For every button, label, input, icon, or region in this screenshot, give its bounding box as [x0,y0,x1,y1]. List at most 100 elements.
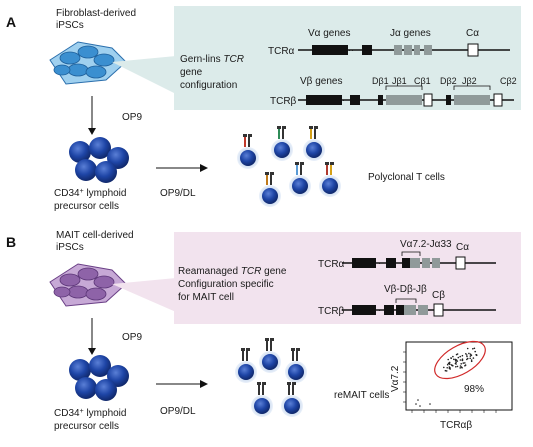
scatter-dot [457,356,460,359]
va72-ja33-label: Vα7.2-Jα33 [400,239,452,250]
scatter-dot [446,363,449,366]
scatter-dot [465,353,467,355]
scatter-dot [466,354,468,356]
scatter-dot [446,367,449,369]
ca-label-a: Cα [466,28,479,39]
tcrb-germline-locus: · [298,85,514,107]
tcrb-label-b: TCRβ [318,306,345,317]
scatter-dot [469,357,472,360]
callout-a-wedge [112,56,176,94]
callout-a-box [174,6,521,110]
cd34-precursor-cluster-b [69,355,129,401]
scatter-dot [455,363,457,365]
plot-xlabel: TCRαβ [440,420,472,431]
svg-text:··: ·· [348,45,354,55]
svg-text:·: · [378,258,381,268]
callout-a-line1: Gern-lins TCR [180,54,244,65]
scatter-dot [417,399,419,401]
precursor-label-b: precursor cells [54,421,119,432]
polyclonal-t-cells [237,126,341,207]
scatter-dot [415,403,417,405]
scatter-dot [444,369,447,372]
scatter-dot [450,357,452,359]
panel-b-letter: B [6,234,16,250]
callout-b-wedge [112,278,176,312]
scatter-dot [447,358,450,361]
scatter-dot [466,358,468,361]
scatter-dot [445,370,448,372]
scatter-dot [460,363,463,365]
scatter-dot [456,360,459,362]
scatter-dot [419,405,421,407]
cb2-label: Cβ2 [500,76,517,86]
scatter-dot [472,348,474,350]
scatter-dot [459,367,462,369]
scatter-dot [429,403,431,405]
scatter-dot [461,354,464,357]
scatter-dot [455,366,457,368]
callout-b-box [174,232,521,324]
scatter-dot [454,359,457,362]
scatter-dot [447,362,450,365]
scatter-dot [443,366,445,369]
vb-genes-label: Vβ genes [300,76,342,87]
mait-ipsc-colony [49,263,127,307]
scatter-dot [469,355,472,357]
ca-label-b: Cα [456,242,469,253]
scatter-dot [449,363,451,366]
scatter-dot [451,364,453,367]
panel-a-source-line2: iPSCs [56,20,84,31]
scatter-dot [470,359,473,361]
flow-cytometry-plot: 98% [403,340,513,413]
scatter-dot [452,355,454,358]
op9dl-label-a: OP9/DL [160,188,196,199]
remait-cells [235,338,307,417]
scatter-dot [462,362,465,364]
vb-db-jb-label: Vβ-Dβ-Jβ [384,284,427,295]
scatter-dot [456,365,459,368]
cb-label-b: Cβ [432,290,445,301]
polyclonal-t-cells-label: Polyclonal T cells [368,172,445,183]
callout-b-line3: for MAIT cell [178,292,234,303]
tcra-label-b: TCRα [318,259,345,270]
scatter-dot [454,358,457,361]
cd34-label-a: CD34+ lymphoid [54,188,126,200]
scatter-dot [461,358,464,361]
va-genes-label: Vα genes [308,28,350,39]
jb1-label: Jβ1 [392,76,407,86]
callout-b-line1: Reamanaged TCR gene [178,266,287,277]
scatter-dot [455,361,457,364]
remait-cells-label: reMAIT cells [334,390,389,401]
scatter-dot [472,357,475,359]
gate-ellipse [434,340,486,380]
scatter-dot [474,350,477,353]
db2-label: Dβ2 [440,76,457,86]
scatter-dot [464,364,467,366]
scatter-dot [448,366,451,368]
scatter-dot [466,347,469,350]
panel-a-letter: A [6,14,16,30]
op9dl-label-b: OP9/DL [160,406,196,417]
fibroblast-ipsc-colony [49,41,127,85]
cd34-label-b: CD34+ lymphoid [54,408,126,420]
scatter-dot [468,352,470,355]
precursor-label-a: precursor cells [54,201,119,212]
svg-text:·: · [342,95,345,105]
scatter-dot [469,353,472,356]
callout-a-line3: configuration [180,80,237,91]
scatter-dot [455,353,458,356]
svg-text:·: · [378,305,381,315]
callout-a-line2: gene [180,67,203,78]
db1-label: Dβ1 [372,76,389,86]
tcra-rearranged-locus: · [342,251,496,270]
op9-label-a: OP9 [122,112,142,123]
scatter-dot [459,359,462,361]
scatter-dot [464,362,466,364]
tcrb-label-a: TCRβ [270,96,297,107]
scatter-dot [473,347,476,350]
panel-a-source-line1: Fibroblast-derived [56,8,136,19]
panel-b-source-line2: iPSCs [56,242,84,253]
scatter-dot [470,360,473,363]
scatter-dot [466,355,468,358]
